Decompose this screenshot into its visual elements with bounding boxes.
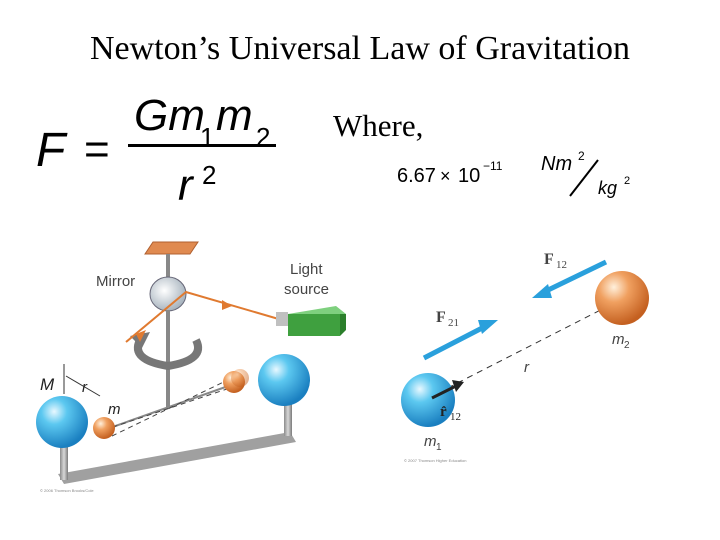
forces-copyright: © 2007 Thomson Higher Education [404, 458, 466, 463]
ceiling-mount [144, 241, 199, 255]
formula-sub-1: 1 [200, 122, 214, 152]
F12-sub: 12 [556, 259, 567, 271]
rhat-sub: 12 [450, 411, 461, 423]
mass-m2 [595, 271, 649, 325]
force-F12-arrow [542, 259, 608, 295]
light-source-box [288, 314, 340, 336]
large-mass-M-right [258, 354, 310, 406]
small-mass-m-left [93, 417, 115, 439]
formula-F: F [36, 124, 68, 177]
formula-r: r [178, 161, 195, 210]
m1-label: m [424, 433, 437, 450]
unit-Nm: Nm [541, 153, 572, 175]
unit-vector-arrow [431, 384, 457, 400]
cavendish-apparatus: Mirror Light source M r m © 2006 Thomson… [36, 241, 346, 493]
gravitation-formula: F = Gm 1 m 2 r 2 [36, 91, 276, 210]
unit-kg: kg [598, 178, 617, 198]
formula-Gm: Gm [134, 91, 205, 140]
light-beam [125, 290, 283, 343]
rotation-arrow-icon [134, 338, 202, 371]
F21-label: F [436, 309, 446, 326]
mass-m1 [401, 373, 455, 427]
unit-slash [569, 159, 599, 197]
rhat-label: r̂ [440, 404, 447, 420]
constant-times: × [440, 166, 451, 186]
fiber [166, 254, 170, 294]
m1-sub: 1 [436, 442, 442, 453]
constant-base: 10 [458, 165, 480, 187]
unit-kg-exp: 2 [624, 175, 630, 187]
gravitational-constant: 6.67 × 10 −11 Nm 2 kg 2 [397, 149, 630, 198]
light-label-2: source [284, 281, 329, 298]
unit-Nm-exp: 2 [578, 149, 585, 163]
formula-m: m [216, 91, 253, 140]
constant-mantissa: 6.67 [397, 165, 436, 187]
mirror-label: Mirror [96, 273, 135, 290]
light-label-1: Light [290, 261, 323, 278]
force-diagram: F 12 F 21 r r̂ 12 m 1 m 2 © 2007 Thomson… [401, 251, 649, 463]
cavendish-copyright: © 2006 Thomson Brooks/Cole [40, 488, 94, 493]
constant-exponent: −11 [483, 159, 503, 173]
F21-sub: 21 [448, 317, 459, 329]
r-label-forces: r [524, 359, 530, 376]
fraction-bar [128, 144, 276, 147]
where-label: Where, [333, 108, 424, 143]
formula-sub-2: 2 [256, 122, 270, 152]
M-label: M [40, 375, 55, 394]
separation-line [427, 297, 625, 399]
m2-label: m [612, 331, 625, 348]
formula-exp-2: 2 [202, 160, 216, 190]
formula-equals: = [84, 125, 110, 174]
large-mass-M-left [36, 396, 88, 448]
torsion-fiber [166, 310, 170, 408]
force-F21-arrow [422, 323, 488, 361]
slide-title: Newton’s Universal Law of Gravitation [89, 30, 631, 67]
m-label-apparatus: m [108, 401, 121, 418]
m2-sub: 2 [624, 340, 630, 351]
F12-label: F [544, 251, 554, 268]
apparatus-base [58, 432, 296, 484]
